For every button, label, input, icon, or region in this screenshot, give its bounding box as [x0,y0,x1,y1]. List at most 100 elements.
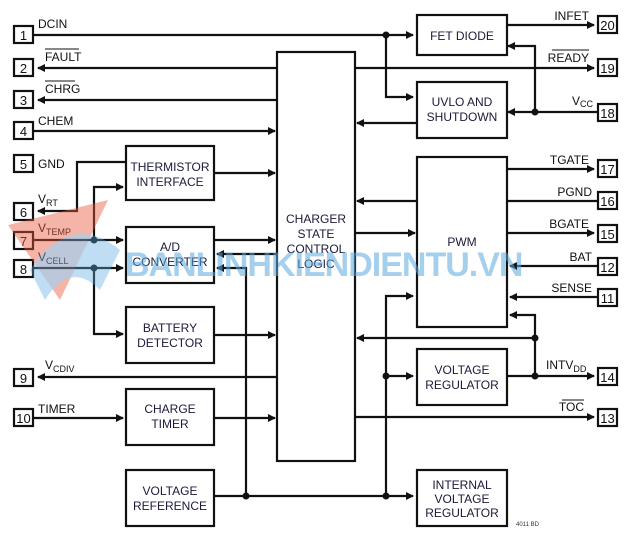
junction-dot [531,372,539,380]
pin-label: TGATE [550,153,589,167]
pin-number: 15 [600,227,614,242]
block-label: INTERNAL [432,478,492,492]
battery-detector-block: BATTERY DETECTOR [124,305,216,365]
junction-dot [90,264,98,272]
pin-10: 10 TIMER [12,402,76,428]
watermark-text: BANLINHKIENDIENTU.VN [125,246,522,284]
thermistor-interface-block: THERMISTOR INTERFACE [124,144,216,202]
pin-number: 7 [20,234,27,249]
pin-label-subscript: CELL [46,256,69,266]
wire-vref-pwm [384,292,414,376]
pin-number: 16 [600,194,614,209]
pin-2: 2 FAULT [12,48,82,78]
block-label: LOGIC [297,257,335,271]
block-label: A/D [160,240,180,254]
pin-label: CHRG [45,82,80,96]
pin-label: PGND [557,185,592,199]
block-label: BATTERY [143,321,197,335]
pin-13: 13 TOC [559,399,619,428]
block-label: UVLO AND [432,95,493,109]
pin-11: 11 SENSE [551,281,619,308]
uvlo-shutdown-block: UVLO AND SHUTDOWN [415,80,509,140]
wire-vcell-battery [92,268,124,338]
pin-label: INFET [554,9,589,23]
pin-15: 15 BGATE [549,217,619,244]
pin-label: INTV [546,358,573,372]
pin-number: 5 [20,157,27,172]
pin-label: SENSE [551,281,592,295]
wire-vref-vreg [384,372,414,496]
junction-dot [90,236,98,244]
block-label: CONTROL [287,242,346,256]
pin-label: BAT [570,250,593,264]
pin-label: V [45,358,53,372]
block-label: THERMISTOR [130,160,209,174]
pin-label: GND [38,157,65,171]
pin-number: 11 [601,291,615,306]
pin-8: 8 VCELL [12,250,69,279]
block-label: CONVERTER [132,255,207,269]
block-label: CHARGE [144,402,195,416]
pin-label-subscript: DD [573,364,586,374]
pin-label: CHEM [38,114,73,128]
pin-label-subscript: RT [46,198,58,208]
pin-label: TIMER [38,402,76,416]
pin-label-subscript: TEMP [46,227,71,237]
junction-dot [242,492,250,500]
adc-block: A/D CONVERTER [124,225,216,285]
wire-vref-adc [216,264,248,496]
svg-text:VRT: VRT [38,192,58,208]
block-label: VOLTAGE [435,363,490,377]
pwm-block: PWM [415,155,509,329]
block-label: TIMER [151,417,189,431]
pin-number: 20 [600,18,614,33]
pin-17: 17 TGATE [550,153,619,179]
pin-label: V [38,192,46,206]
svg-text:VCELL: VCELL [38,250,69,266]
pin-1: 1 DCIN [12,17,67,45]
voltage-reference-block: VOLTAGE REFERENCE [124,468,216,528]
junction-dot [531,108,539,116]
svg-text:VCC: VCC [572,94,594,109]
pin-label: V [572,94,580,108]
junction-dot [382,492,390,500]
wire-vrt [37,160,126,215]
pin-number: 8 [20,262,27,277]
pin-number: 19 [600,61,614,76]
block-label: SHUTDOWN [427,110,498,124]
fet-diode-block: FET DIODE [415,13,509,57]
pin-number: 10 [16,411,30,426]
pin-16: 16 PGND [557,185,619,211]
block-label: CHARGER [286,212,346,226]
block-label: FET DIODE [430,29,494,43]
svg-text:INTVDD: INTVDD [546,358,587,374]
pin-14: 14 INTVDD [546,358,619,387]
svg-text:VCDIV: VCDIV [45,358,75,374]
pin-number: 4 [20,124,27,139]
block-label: STATE [298,227,335,241]
pin-number: 18 [600,106,614,121]
pin-label-subscript: CC [580,99,593,109]
charger-state-control-logic-block: CHARGER STATE CONTROL LOGIC [275,50,357,463]
pin-9: 9 VCDIV [12,358,75,388]
pin-number: 9 [20,371,27,386]
pin-4: 4 CHEM [12,114,73,141]
pin-number: 12 [600,260,614,275]
right-pins: 20 INFET 19 READY 18 VCC 17 TGATE 16 PGN… [546,9,619,428]
pin-number: 13 [600,411,614,426]
wire-dcin-uvlo [384,35,414,101]
wire-intvdd-pwm [509,311,537,376]
pin-6: 6 VRT [12,192,58,222]
wire-vcc-fet [507,42,537,112]
pin-5: 5 GND [12,153,65,174]
junction-dot [382,31,390,39]
pin-number: 14 [600,370,614,385]
pin-20: 20 INFET [554,9,619,35]
block-label: VOLTAGE [143,484,198,498]
pin-label: V [38,221,46,235]
block-label: REFERENCE [133,499,207,513]
block-label: PWM [447,235,476,249]
block-label: INTERFACE [136,175,203,189]
pin-number: 6 [20,205,27,220]
